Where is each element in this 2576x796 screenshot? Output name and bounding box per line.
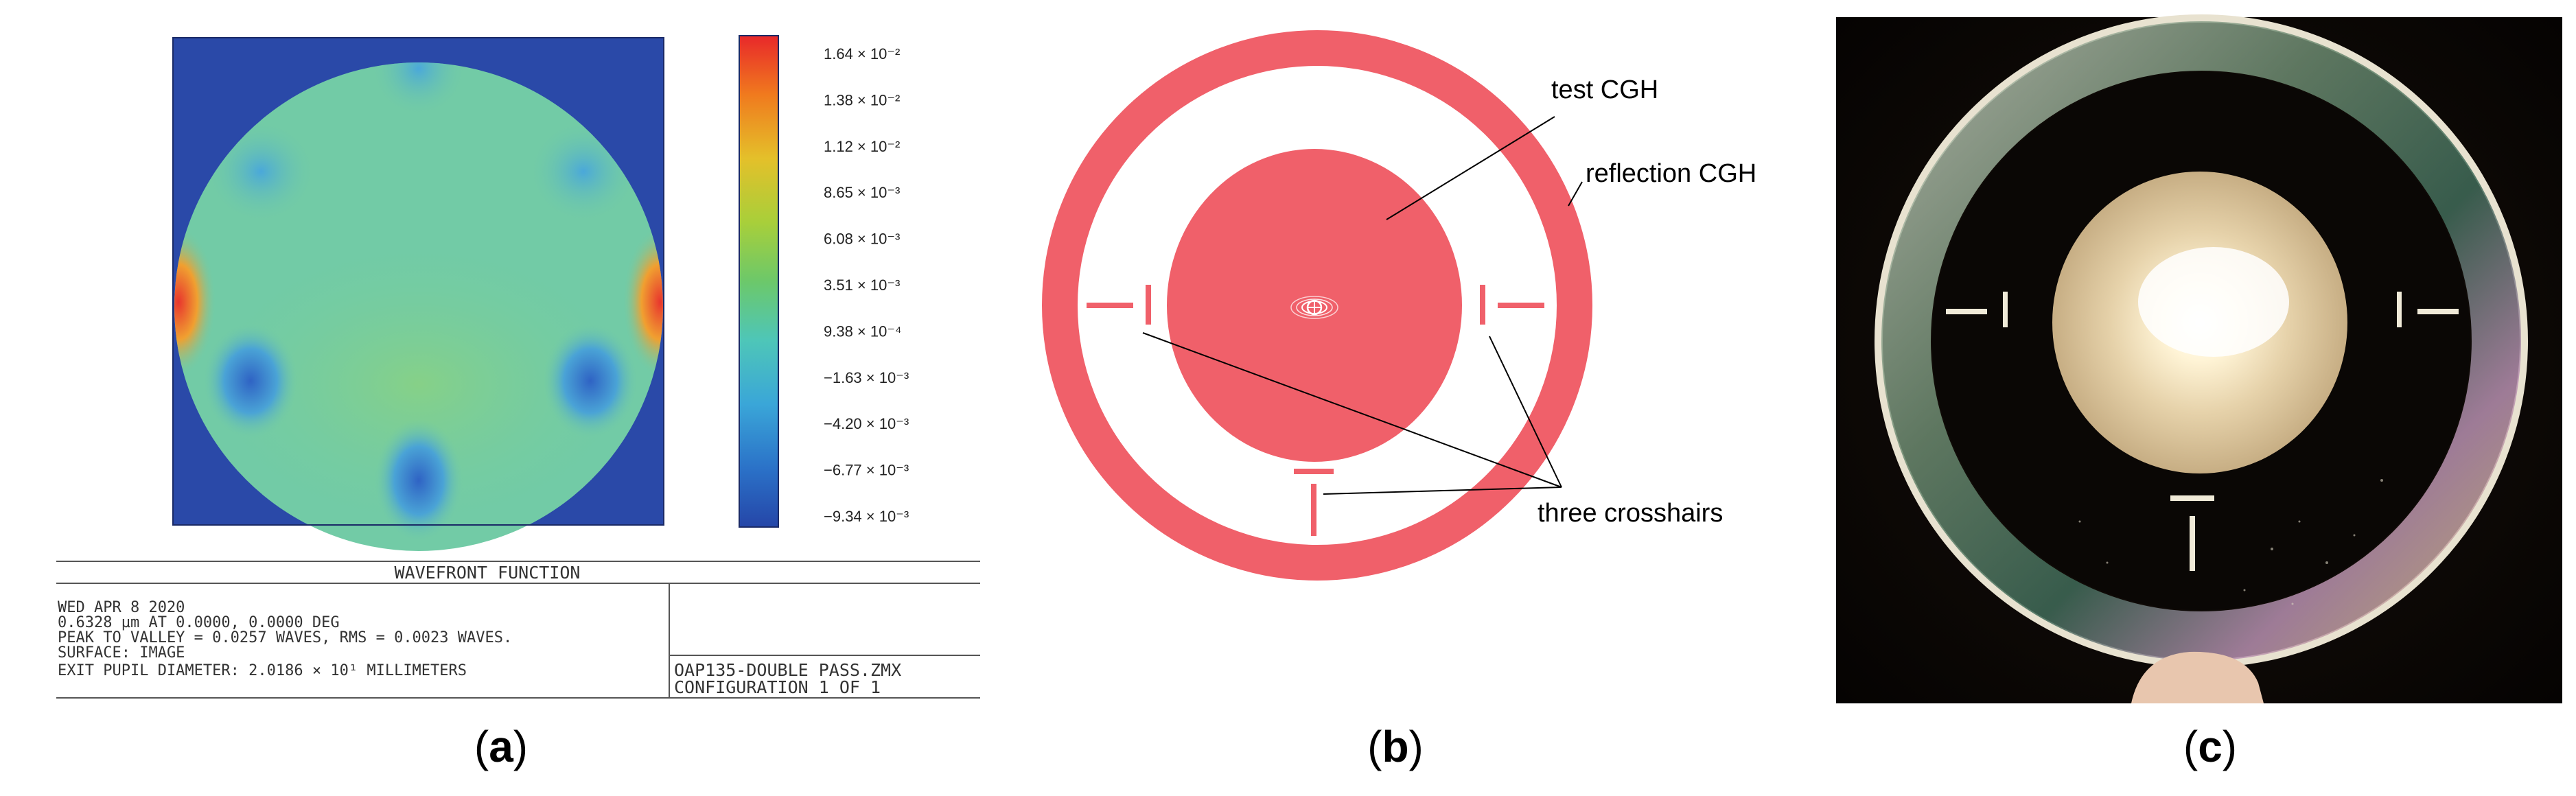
info-line-3: PEAK TO VALLEY = 0.0257 WAVES, RMS = 0.0…	[58, 629, 512, 646]
info-box: WAVEFRONT FUNCTION WED APR 8 2020 0.6328…	[56, 561, 980, 699]
colorbar-tick-label: 3.51 × 10⁻³	[824, 277, 900, 294]
colorbar-tick-label: 9.38 × 10⁻⁴	[824, 323, 901, 340]
caption-c: (c)	[2183, 722, 2237, 771]
crosshair-right	[1480, 285, 1544, 325]
caption-b-open: (	[1367, 722, 1382, 771]
photo-crosshairs	[1946, 292, 2459, 571]
info-line-5: EXIT PUPIL DIAMETER: 2.0186 × 10¹ MILLIM…	[58, 662, 467, 679]
colorbar-tick-label: −4.20 × 10⁻³	[824, 415, 909, 432]
info-title: WAVEFRONT FUNCTION	[395, 563, 581, 583]
caption-c-close: )	[2223, 722, 2237, 771]
panel-a: 1.64 × 10⁻² 1.38 × 10⁻² 1.12 × 10⁻² 8.65 × …	[0, 0, 995, 793]
reflection-cgh-ring	[1042, 30, 1592, 581]
crosshair-bottom	[1294, 469, 1334, 536]
caption-a-letter: a	[489, 722, 513, 771]
file-line-1: OAP135-DOUBLE PASS.ZMX	[674, 660, 901, 680]
caption-a-open: (	[474, 722, 489, 771]
info-line-2: 0.6328 µm AT 0.0000, 0.0000 DEG	[58, 614, 340, 631]
label-reflection-cgh: reflection CGH	[1586, 159, 1756, 188]
photo-speckles	[2078, 479, 2383, 605]
caption-b-close: )	[1409, 722, 1424, 771]
photo-glass-ring	[1881, 21, 2521, 661]
colorbar	[739, 35, 779, 528]
caption-b: (b)	[1367, 722, 1424, 771]
colorbar-tick-label: 1.64 × 10⁻²	[824, 45, 900, 62]
info-line-1: WED APR 8 2020	[58, 599, 185, 616]
label-three-crosshairs: three crosshairs	[1538, 499, 1723, 528]
cgh-diagram: test CGH reflection CGH three crosshairs…	[1042, 30, 1756, 771]
colorbar-tick-label: −9.34 × 10⁻³	[824, 508, 909, 525]
colorbar-tick-label: 1.38 × 10⁻²	[824, 91, 900, 108]
info-line-4: SURFACE: IMAGE	[58, 644, 185, 662]
colorbar-tick-label: 6.08 × 10⁻³	[824, 231, 900, 248]
caption-c-letter: c	[2198, 722, 2223, 771]
panel-c: (c)	[1819, 0, 2576, 793]
caption-a-close: )	[513, 722, 528, 771]
center-fiducial	[1290, 296, 1338, 319]
leader-lines	[1142, 116, 1583, 495]
photo-finger	[2131, 651, 2264, 703]
cgh-photo: (c)	[1836, 14, 2562, 771]
caption-b-letter: b	[1382, 722, 1408, 771]
label-test-cgh: test CGH	[1551, 75, 1658, 104]
wavefront-figure: 1.64 × 10⁻² 1.38 × 10⁻² 1.12 × 10⁻² 8.65 × …	[56, 35, 980, 771]
colorbar-tick-label: 1.12 × 10⁻²	[824, 138, 900, 155]
crosshair-left	[1087, 285, 1151, 325]
caption-a: (a)	[474, 722, 528, 771]
colorbar-tick-label: −1.63 × 10⁻³	[824, 369, 909, 386]
colorbar-tick-labels: 1.64 × 10⁻² 1.38 × 10⁻² 1.12 × 10⁻² 8.65 × …	[824, 45, 909, 525]
colorbar-tick-label: 8.65 × 10⁻³	[824, 184, 900, 201]
caption-c-open: (	[2183, 722, 2198, 771]
panel-b: test CGH reflection CGH three crosshairs…	[995, 0, 1819, 793]
file-line-2: CONFIGURATION 1 OF 1	[674, 677, 881, 697]
colorbar-tick-label: −6.77 × 10⁻³	[824, 462, 909, 479]
